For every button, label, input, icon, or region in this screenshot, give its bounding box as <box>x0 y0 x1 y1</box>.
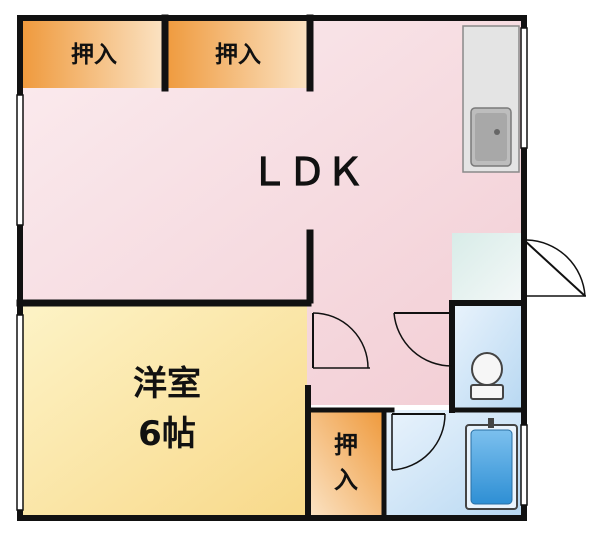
western-room-label: 洋室 <box>133 364 201 404</box>
toilet-door <box>393 312 453 367</box>
closet-top-left-fill <box>22 20 165 88</box>
window-left-upper <box>16 94 24 226</box>
kitchen-counter <box>462 25 520 173</box>
closet-top-middle-fill <box>165 20 310 88</box>
windows <box>16 27 528 511</box>
window-left-lower <box>16 314 24 511</box>
ldk-label: ＬＤＫ <box>250 150 364 194</box>
entrance-floor <box>452 233 522 303</box>
closet-label-bottom-2: 入 <box>334 466 358 494</box>
washroom-door <box>391 413 446 471</box>
western-room-size-label: 6帖 <box>138 414 196 454</box>
closet-label-top-middle: 押入 <box>215 42 261 68</box>
closet-label-bottom-1: 押 <box>334 431 358 459</box>
western-room-floor <box>22 305 307 517</box>
walls <box>16 14 527 521</box>
doors <box>312 239 586 471</box>
entrance-door <box>523 239 586 297</box>
western-room-door <box>312 312 370 369</box>
bathtub-icon <box>465 418 518 510</box>
window-right-bath <box>520 424 528 506</box>
closet-label-top-left: 押入 <box>71 42 117 68</box>
closet-bottom-fill <box>310 410 382 517</box>
window-right-kitchen <box>520 27 528 149</box>
sink-drain <box>494 129 500 135</box>
toilet-icon <box>470 352 504 400</box>
floor-fills <box>22 20 522 517</box>
